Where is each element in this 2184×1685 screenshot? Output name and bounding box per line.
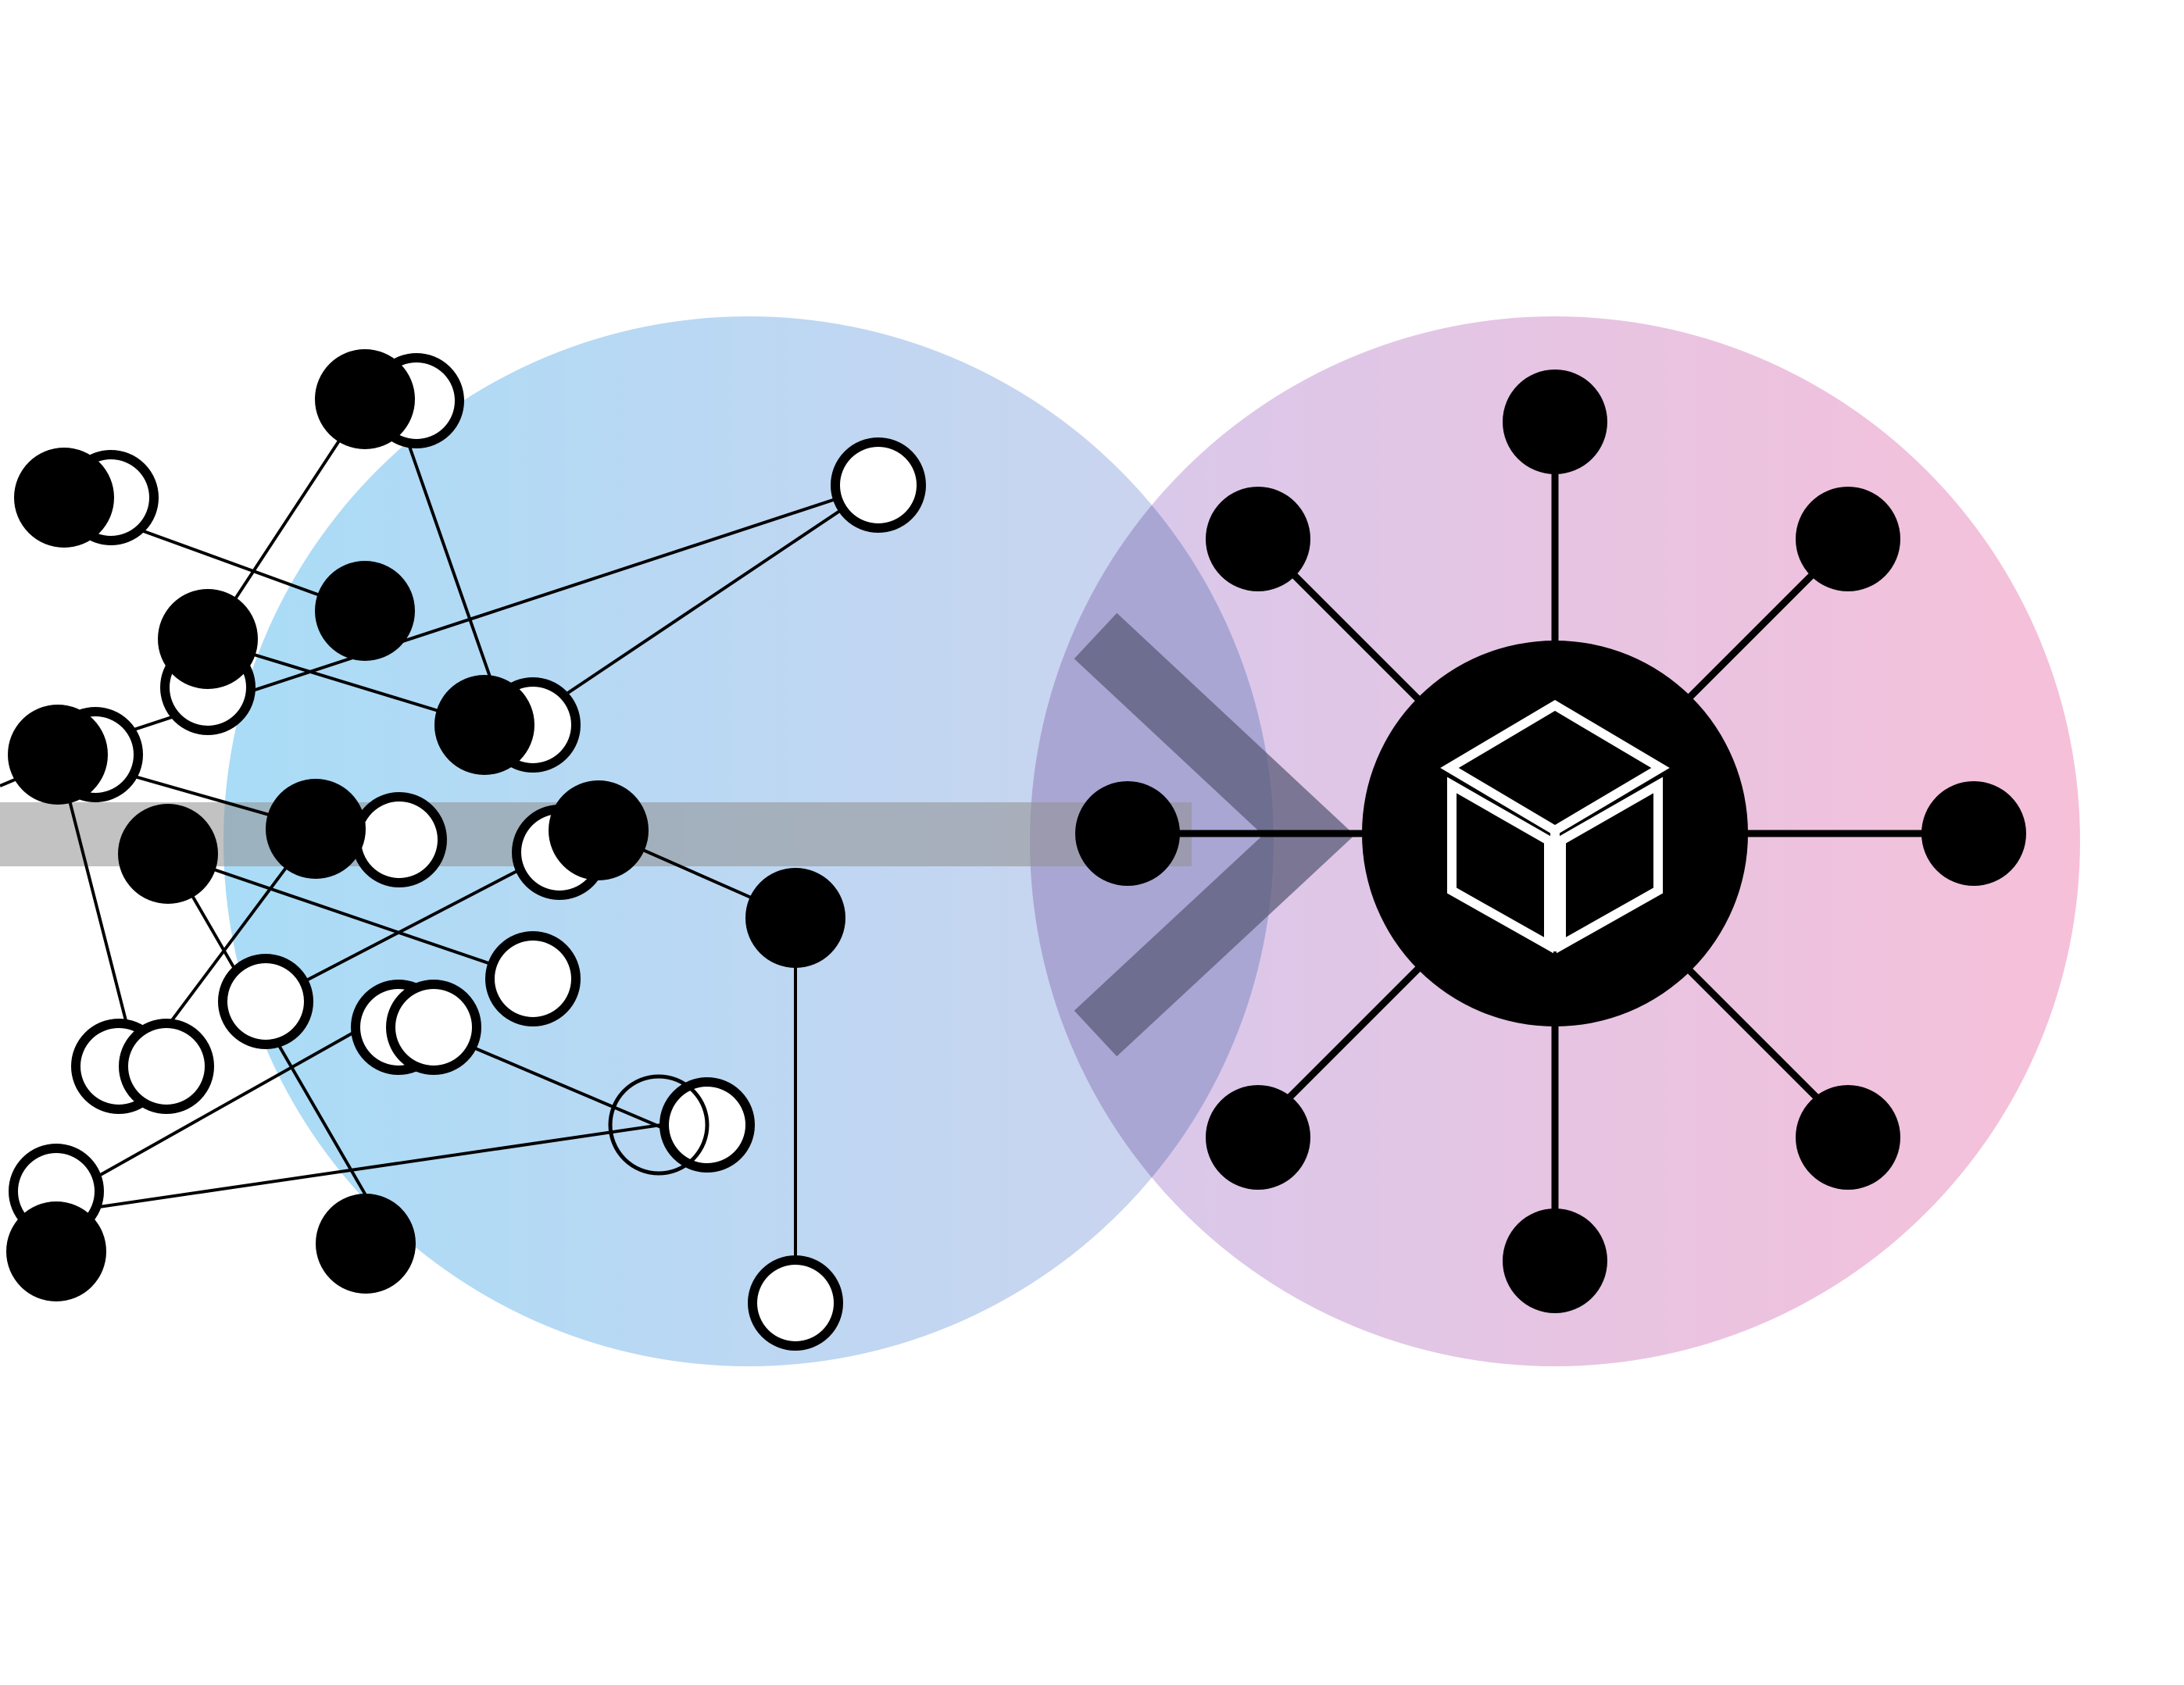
filled-node	[14, 448, 114, 548]
filled-node	[549, 780, 649, 880]
hub-node-bottom-left	[1206, 1085, 1310, 1190]
hollow-node	[831, 437, 926, 533]
hub-node-bottom-right	[1796, 1085, 1900, 1190]
hub-node-left	[1075, 781, 1180, 886]
hollow-node	[608, 1074, 710, 1176]
hollow-node	[748, 1255, 843, 1351]
hub-node-top	[1503, 369, 1607, 474]
filled-node	[158, 589, 258, 689]
filled-node	[8, 705, 108, 805]
filled-node	[315, 349, 415, 449]
hub-outer-nodes	[1075, 369, 2026, 1313]
hollow-node	[119, 1019, 214, 1114]
hub-node-top-right	[1796, 487, 1900, 591]
hollow-node	[218, 954, 313, 1049]
left-network-hollow-nodes-thin	[608, 1074, 710, 1176]
hub-node-bottom	[1503, 1208, 1607, 1313]
left-network-filled-nodes	[6, 349, 845, 1301]
filled-node	[118, 804, 218, 904]
hub-node-top-left	[1206, 487, 1310, 591]
filled-node	[315, 561, 415, 661]
filled-node	[316, 1194, 416, 1294]
filled-node	[745, 868, 845, 968]
hollow-node	[386, 980, 481, 1075]
hollow-node	[352, 792, 447, 887]
filled-node	[6, 1201, 106, 1301]
filled-node	[434, 675, 534, 775]
hub-node-right	[1921, 781, 2026, 886]
hollow-node	[485, 931, 581, 1026]
cube-icon	[1440, 700, 1670, 954]
filled-node	[266, 779, 366, 879]
